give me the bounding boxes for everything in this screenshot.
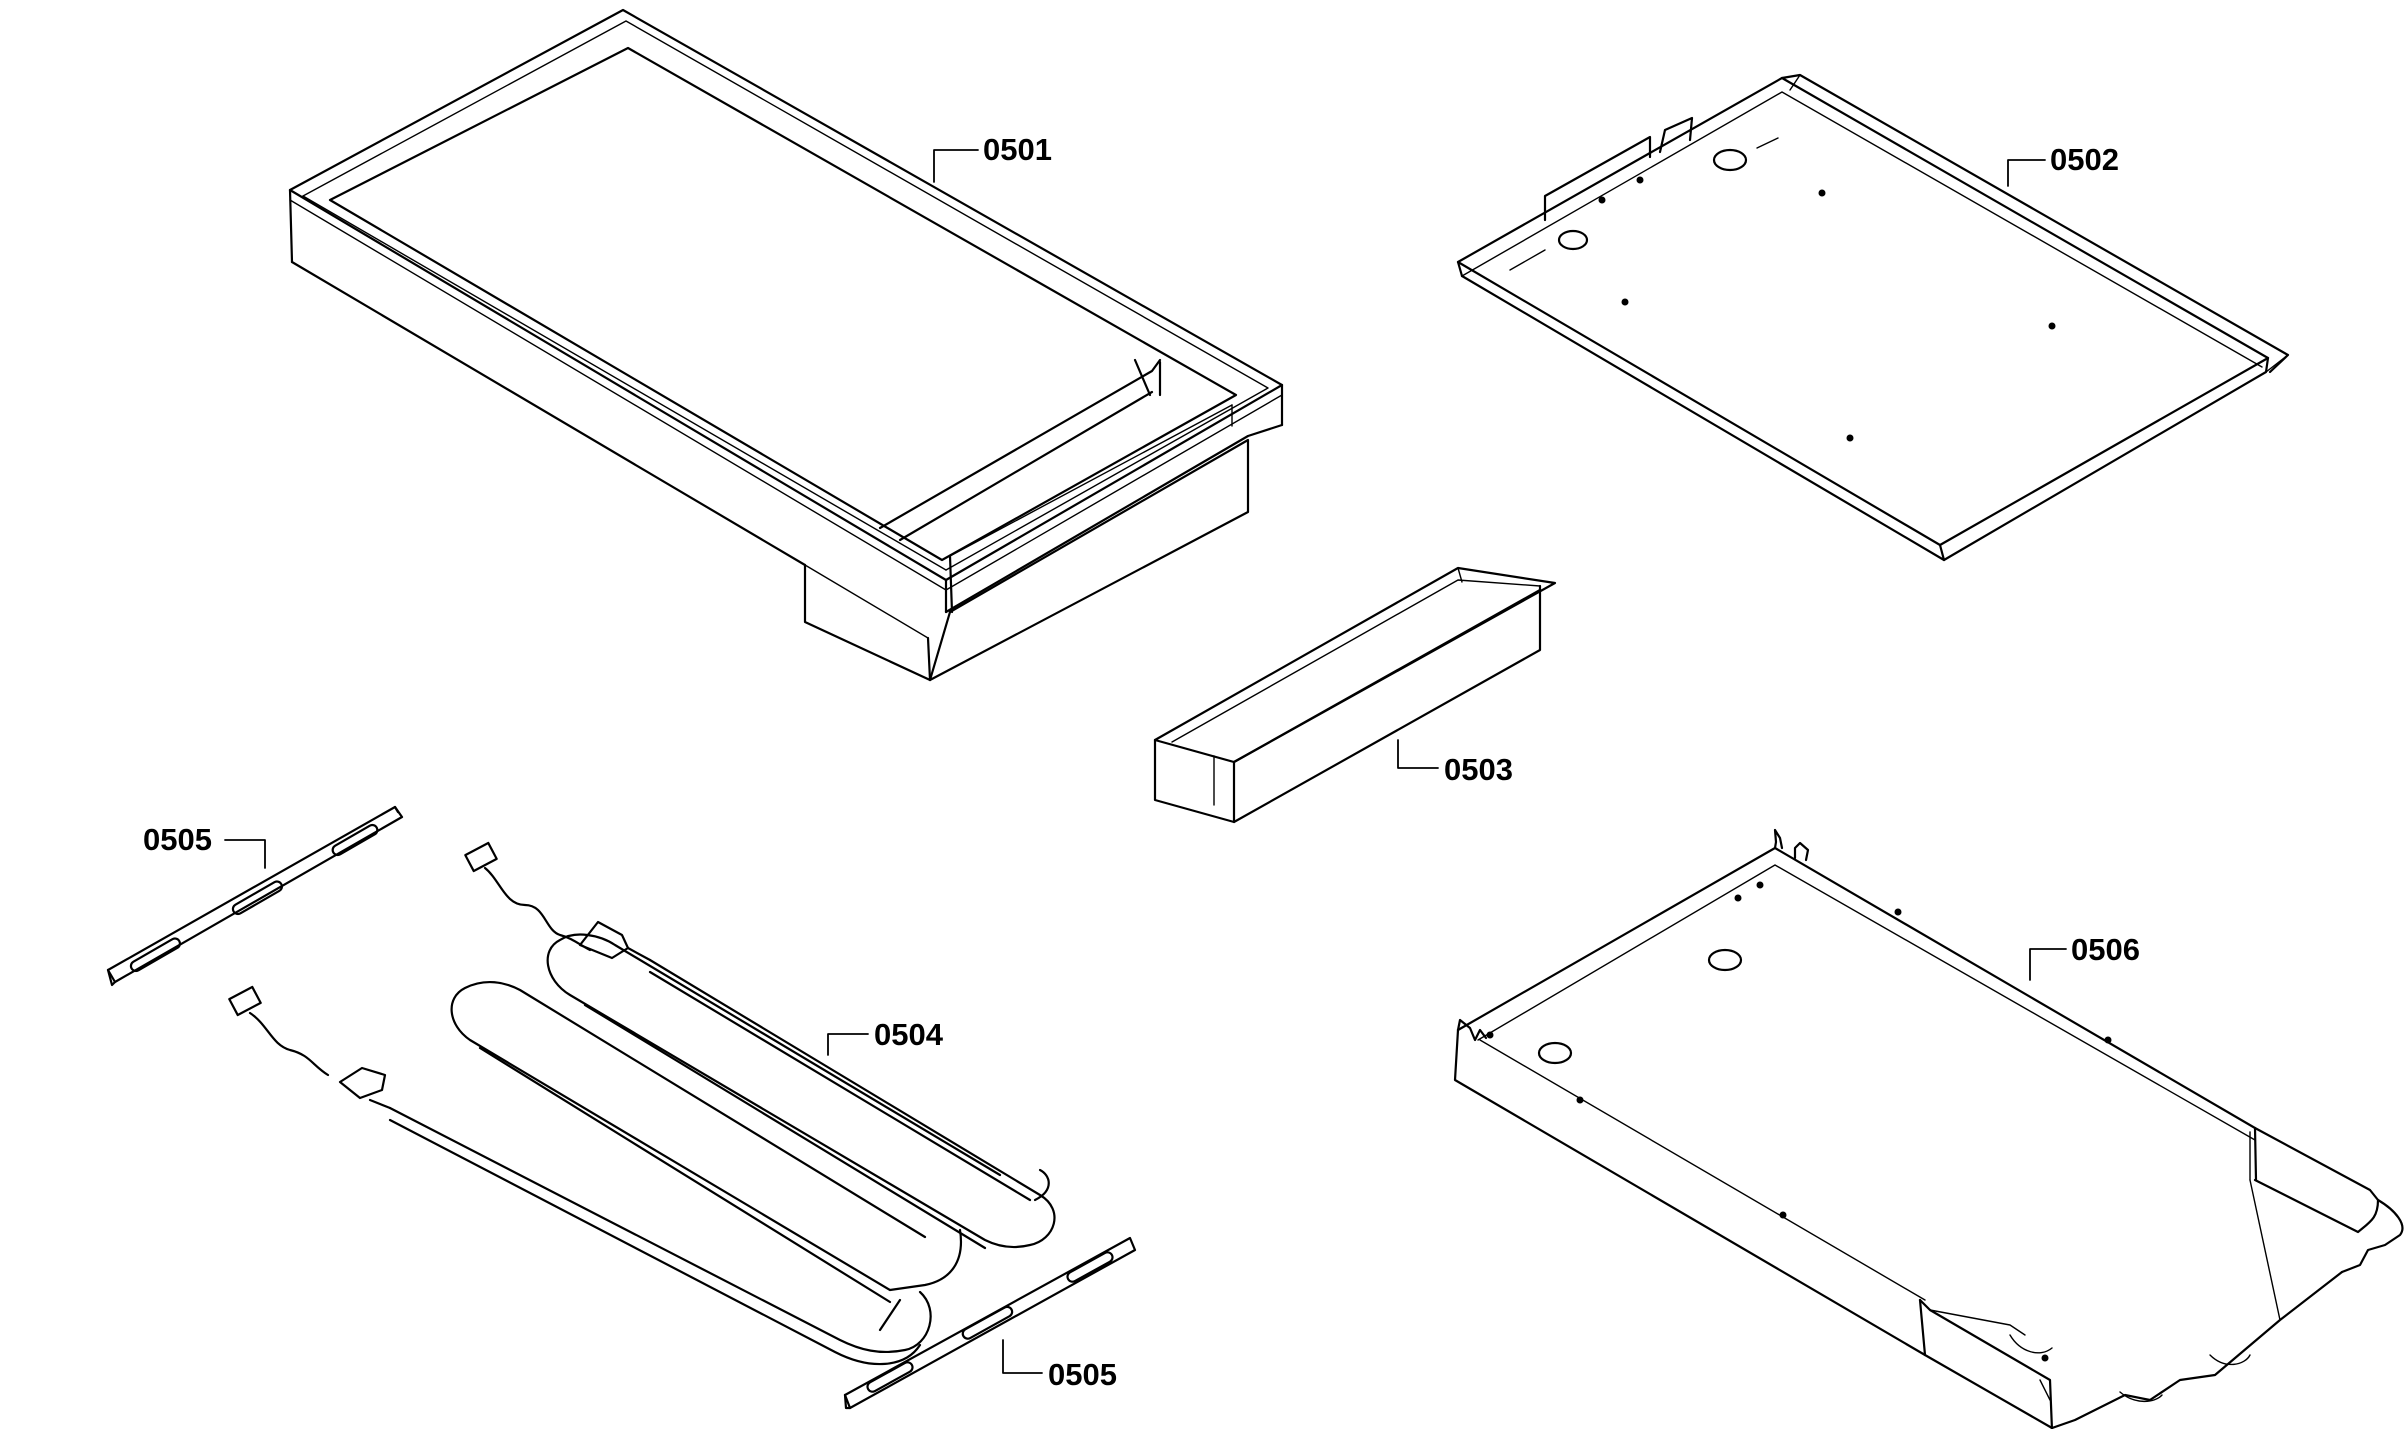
label-0504: 0504: [874, 1017, 944, 1052]
leader-0505-upper: [224, 839, 266, 869]
leader-0503: [1397, 739, 1439, 769]
leader-0502: [2007, 159, 2046, 187]
part-0505-bracket-upper: [106, 805, 404, 987]
label-0505-upper: 0505: [143, 822, 212, 857]
part-0502-tray-plate: [1456, 73, 2290, 562]
label-0505-lower: 0505: [1048, 1357, 1117, 1392]
part-0506-base-pan: [1453, 828, 2404, 1429]
part-0505-bracket-lower: [843, 1236, 1137, 1410]
part-0501-griddle-pan: [288, 8, 1284, 682]
leader-0504: [827, 1033, 869, 1056]
leader-0506: [2029, 948, 2067, 981]
leader-0501: [933, 149, 979, 183]
part-0504-heating-element: [228, 841, 1056, 1366]
label-0506: 0506: [2071, 932, 2140, 967]
label-0503: 0503: [1444, 752, 1513, 787]
part-0503-drip-trough: [1153, 566, 1557, 824]
label-0502: 0502: [2050, 142, 2119, 177]
leader-0505-lower: [1002, 1339, 1043, 1374]
label-0501: 0501: [983, 132, 1052, 167]
